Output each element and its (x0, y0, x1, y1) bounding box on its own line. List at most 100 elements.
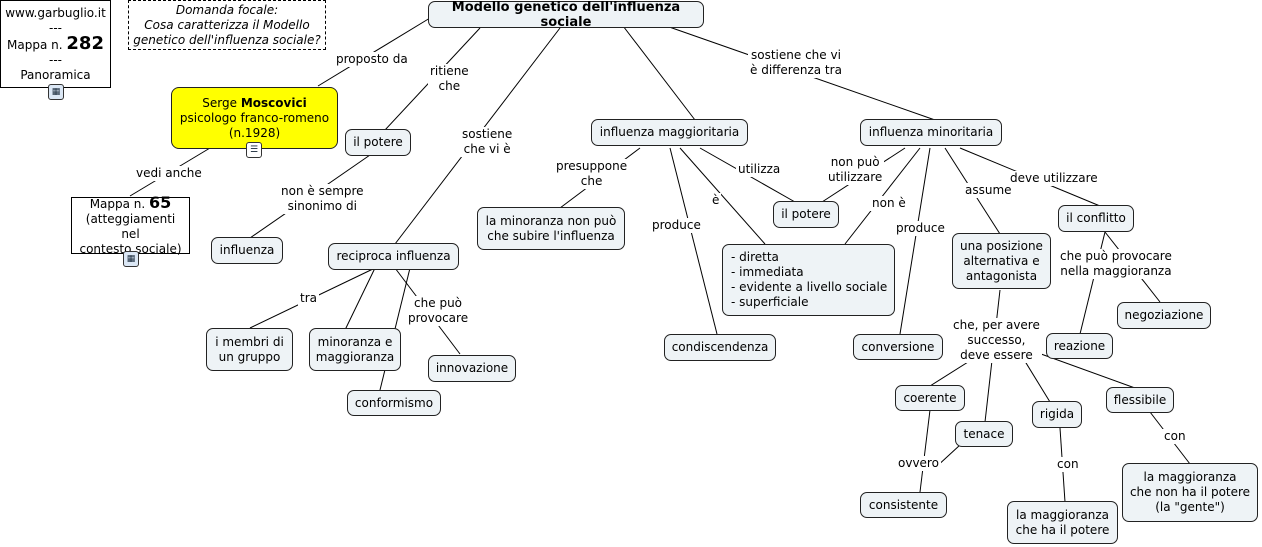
map-link-icon[interactable]: ▦ (123, 251, 139, 267)
link-line: che vi è (463, 142, 511, 156)
concept-maggioranza-gente[interactable]: la maggioranza che non ha il potere (la … (1122, 463, 1258, 522)
concept-innovazione[interactable]: innovazione (428, 355, 516, 382)
node-line: la minoranza non può (485, 213, 617, 228)
map-number-prefix: Mappa n. (7, 37, 63, 52)
map-number-value: 282 (66, 32, 104, 54)
link-proposto-da: proposto da (334, 52, 410, 67)
link-line: è differenza tra (750, 63, 842, 77)
author-name-line: Serge Moscovici (202, 96, 306, 111)
map-number: Mappa n. 282 (7, 32, 104, 54)
author-first-name: Serge (202, 95, 241, 110)
link-line: presuppone (556, 159, 628, 173)
concept-il-potere-2[interactable]: il potere (773, 201, 839, 228)
link-per-successo: che, per avere successo, deve essere (951, 318, 1042, 363)
concept-condiscendenza[interactable]: condiscendenza (664, 334, 776, 361)
link-e: è (710, 193, 722, 208)
concept-conformismo[interactable]: conformismo (347, 390, 441, 416)
concept-il-potere[interactable]: il potere (345, 129, 411, 156)
concept-consistente[interactable]: consistente (860, 492, 947, 518)
concept-influenza-maggioritaria[interactable]: influenza maggioritaria (591, 119, 748, 146)
node-line: antagonista (965, 268, 1038, 283)
link-line: ritiene (430, 64, 469, 78)
node-line: che subire l'influenza (487, 228, 615, 243)
node-line: che non ha il potere (1129, 485, 1251, 499)
concept-coerente[interactable]: coerente (895, 385, 965, 411)
concept-reazione[interactable]: reazione (1046, 333, 1113, 359)
focal-question: Domanda focale: Cosa caratterizza il Mod… (128, 0, 326, 50)
link-line: sostiene che vi (751, 48, 841, 62)
concept-influenza-minoritaria[interactable]: influenza minoritaria (860, 119, 1002, 146)
link-line: successo, (967, 333, 1026, 347)
concept-conversione[interactable]: conversione (853, 334, 943, 360)
node-line: i membri di (215, 334, 284, 349)
link-con: con (1162, 429, 1188, 444)
link-line: sostiene (462, 127, 513, 141)
link-non-e: non è (870, 196, 908, 211)
link-line: nella maggioranza (1060, 264, 1172, 278)
node-line: - superficiale (731, 295, 809, 309)
node-line: che ha il potere (1015, 522, 1110, 537)
see-also-line: contesto sociale) (79, 241, 182, 256)
link-vedi-anche: vedi anche (134, 166, 204, 181)
link-line: che (580, 174, 603, 188)
link-deve-utilizzare: deve utilizzare (1008, 171, 1100, 186)
concept-reciproca-influenza[interactable]: reciproca influenza (328, 243, 459, 270)
focal-line: Domanda focale: (175, 2, 279, 17)
see-also-box[interactable]: Mappa n. 65 (atteggiamenti nel contesto … (71, 194, 190, 256)
concept-il-conflitto[interactable]: il conflitto (1058, 205, 1134, 232)
link-line: che può provocare (1060, 249, 1172, 263)
link-utilizza: utilizza (736, 162, 783, 177)
link-produce: produce (650, 218, 703, 233)
separator: --- (49, 52, 62, 67)
focal-line: Cosa caratterizza il Modello (144, 17, 310, 32)
node-line: maggioranza (315, 349, 395, 364)
note-icon[interactable]: ☰ (246, 142, 262, 158)
author-node[interactable]: Serge Moscovici psicologo franco-romeno … (171, 87, 338, 149)
map-link-icon[interactable]: ▦ (48, 84, 64, 100)
link-produce-2: produce (894, 221, 947, 236)
see-also-line: (atteggiamenti nel (85, 211, 176, 241)
author-description: psicologo franco-romeno (179, 110, 330, 125)
link-line: sinonimo di (287, 199, 357, 213)
concept-tenace[interactable]: tenace (955, 421, 1013, 447)
link-line: provocare (408, 311, 469, 325)
concept-influenza[interactable]: influenza (211, 237, 283, 264)
concept-qualita-influenza[interactable]: - diretta - immediata - evidente a livel… (722, 244, 895, 316)
see-also-prefix: Mappa n. (89, 196, 150, 211)
link-line: utilizzare (828, 170, 883, 184)
concept-flessibile[interactable]: flessibile (1106, 387, 1174, 413)
concept-negoziazione[interactable]: negoziazione (1117, 302, 1211, 329)
link-line: non è sempre (281, 184, 364, 198)
concept-rigida[interactable]: rigida (1032, 401, 1082, 428)
source-box: www.garbuglio.it --- Mappa n. 282 --- Pa… (0, 0, 111, 88)
node-line: (la "gente") (1155, 500, 1225, 514)
site-url[interactable]: www.garbuglio.it (5, 5, 106, 20)
see-also-map: Mappa n. 65 (89, 194, 172, 212)
node-line: la maggioranza (1143, 470, 1237, 484)
node-line: una posizione (960, 238, 1043, 253)
link-line: che (438, 79, 461, 93)
link-line: che può (414, 296, 463, 310)
concept-posizione[interactable]: una posizione alternativa e antagonista (952, 233, 1051, 289)
link-line: deve essere (960, 348, 1033, 362)
author-birth: (n.1928) (228, 125, 281, 140)
link-tra: tra (298, 291, 319, 306)
node-line: - evidente a livello sociale (731, 280, 888, 294)
node-line: - immediata (731, 265, 804, 279)
link-ovvero: ovvero (896, 456, 941, 471)
main-topic[interactable]: Modello genetico dell'influenza sociale (428, 0, 704, 30)
separator: --- (49, 20, 62, 35)
node-line: la maggioranza (1016, 507, 1109, 522)
node-line: - diretta (731, 250, 779, 264)
